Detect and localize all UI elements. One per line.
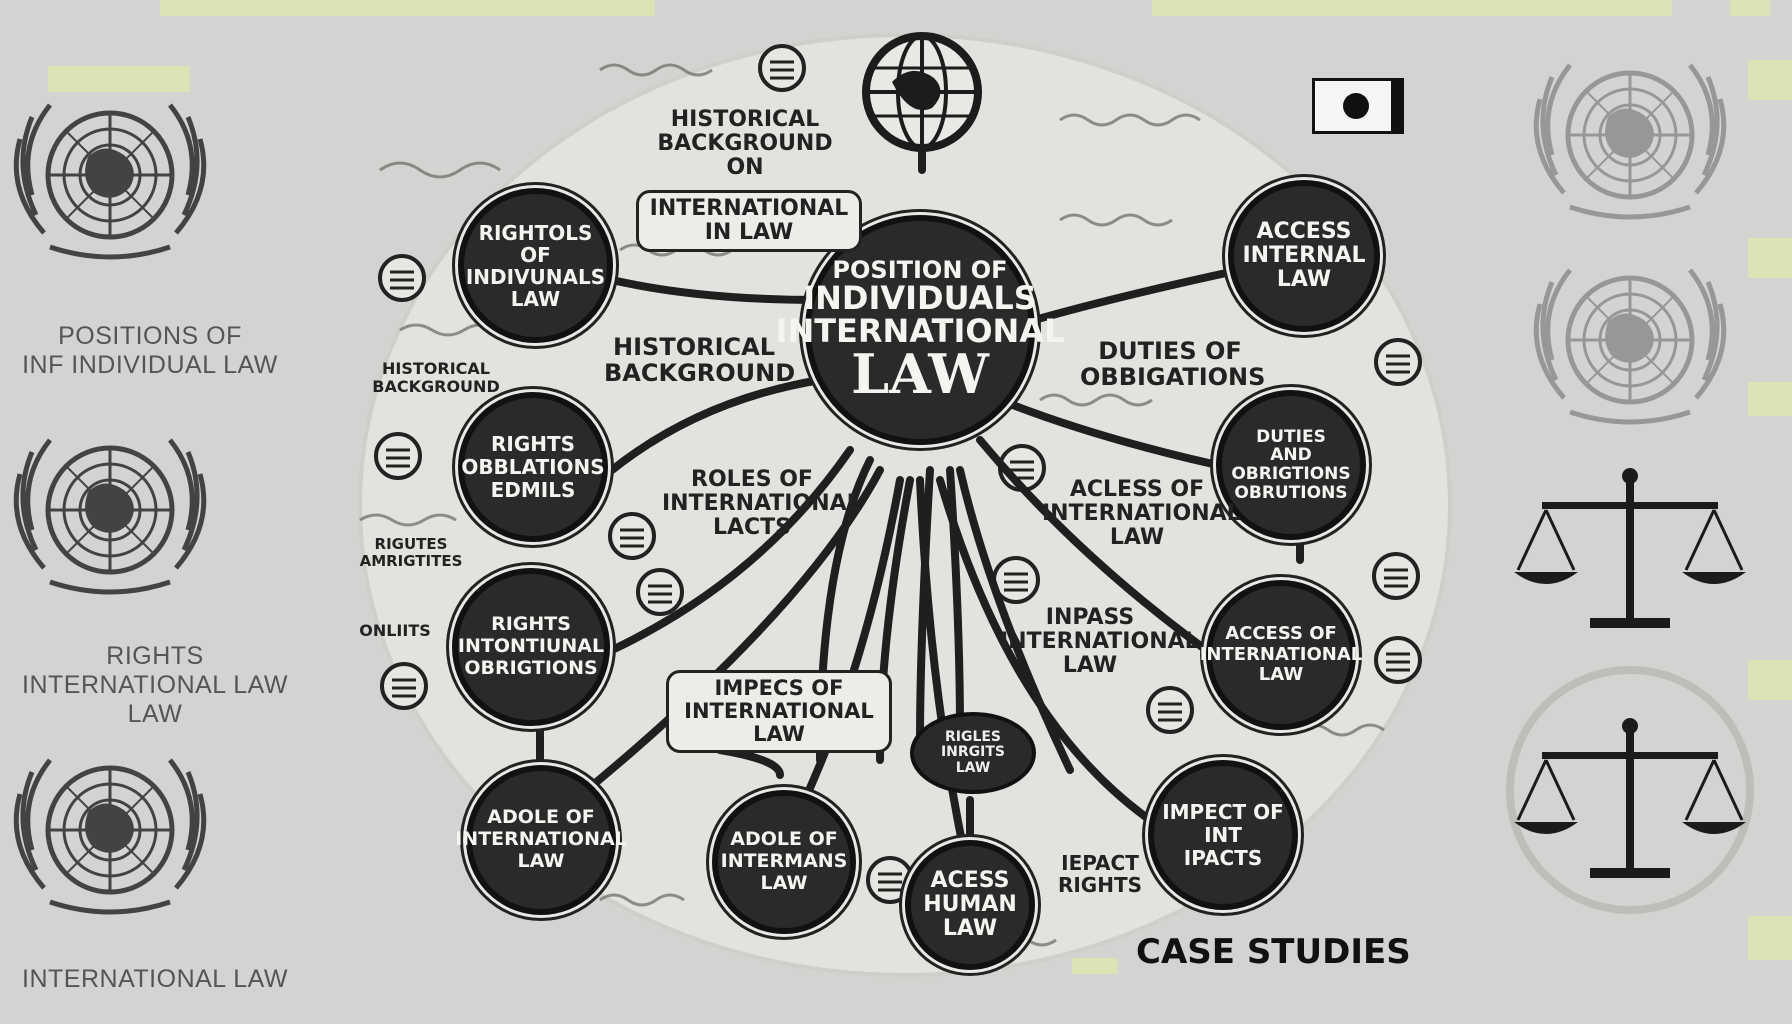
center-top: POSITION OF	[832, 255, 1008, 284]
case-studies-label: CASE STUDIES	[1136, 932, 1411, 972]
highlight-strip	[1072, 958, 1118, 974]
highlight-strip	[1152, 0, 1672, 16]
left-caption-3: INTERNATIONAL LAW	[22, 965, 288, 993]
bubble-intl-law-top: INTERNATIONAL IN LAW	[636, 190, 862, 253]
bubble-impact-rights: IEPACT RIGHTS	[1057, 851, 1143, 897]
un-emblem-icon	[1536, 65, 1724, 217]
un-emblem-icon	[16, 440, 204, 592]
bubble-aclss-of: ACLESS OF INTERNATIONAL LAW	[1042, 477, 1241, 551]
highlight-strip	[1730, 0, 1770, 16]
center-mid: INDIVIDUALS	[803, 279, 1037, 318]
node-impect: IMPECT OF INT IPACTS	[1148, 760, 1298, 910]
scales-of-justice-icon	[1506, 666, 1754, 914]
highlight-strip	[1748, 238, 1792, 278]
center-bottom: INTERNATIONAL	[775, 311, 1065, 350]
highlight-strip	[1748, 916, 1792, 960]
bubble-duties-of: DUTIES OF OBBIGATIONS	[1080, 337, 1266, 392]
node-duties-obligations: DUTIES AND OBRIGTIONS OBRUTIONS	[1216, 390, 1366, 540]
bubble-onlits: ONLIITS	[359, 621, 431, 640]
node-adole-intermans: ADOLE OF INTERMANS LAW	[712, 790, 856, 934]
node-adole-international: ADOLE OF INTERNATIONAL LAW	[455, 765, 627, 915]
node-access-of-international: ACCESS OF INTERNATIONAL LAW	[1200, 580, 1362, 730]
bubble-inpass: INPASS INTERNATIONAL LAW	[1000, 605, 1199, 679]
node-rights-intentional: RIGHTS INTONTIUNAL OBRIGTIONS	[452, 568, 610, 726]
highlight-strip	[1748, 60, 1792, 100]
globe-icon	[862, 32, 982, 152]
un-emblem-icon	[1536, 270, 1724, 422]
highlight-strip	[48, 66, 190, 92]
bubble-historical-mid: HISTORICAL BACKGROUND	[604, 333, 796, 388]
bubble-historical-top: HISTORICAL BACKGROUND ON	[657, 107, 833, 181]
center-big: LAW	[851, 342, 989, 407]
highlight-strip	[1748, 382, 1792, 416]
left-caption-2: RIGHTS INTERNATIONAL LAW LAW	[22, 642, 288, 728]
left-caption-1: POSITIONS OF INF INDIVIDUAL LAW	[22, 322, 278, 379]
node-access-human: ACESS HUMAN LAW	[905, 840, 1035, 970]
bubble-rights-amb: RIGUTES AMRIGTITES	[359, 535, 463, 570]
highlight-strip	[1748, 660, 1792, 700]
flag-icon	[1312, 78, 1404, 134]
center-node: POSITION OF INDIVIDUALS INTERNATIONAL LA…	[776, 215, 1064, 445]
node-rights-obligations: RIGHTS OBBLATIONS EDMILS	[458, 392, 608, 542]
connector-lines	[536, 126, 1304, 884]
bubble-small-mid: RIGLES INRGITS LAW	[914, 716, 1032, 791]
bubble-historical-left: HISTORICAL BACKGROUND	[372, 359, 500, 396]
node-access-intl: ACCESS INTERNAL LAW	[1228, 180, 1380, 332]
bubble-impects-of: IMPECS OF INTERNATIONAL LAW	[666, 670, 892, 754]
un-emblem-icon	[16, 105, 204, 257]
highlight-strip	[160, 0, 655, 16]
bubble-roles-of: ROLES OF INTERNATIONAL LACTS	[662, 467, 861, 541]
node-rights-of-individuals: RIGHTOLS OF INDIVUNALS LAW	[458, 188, 613, 343]
un-emblem-icon	[16, 760, 204, 912]
scales-of-justice-icon	[1512, 466, 1748, 630]
